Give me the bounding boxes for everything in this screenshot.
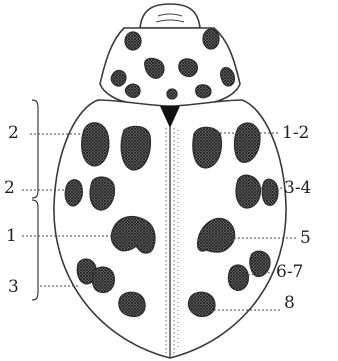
label-left-3: 3	[8, 277, 19, 297]
spot-left-bottom	[119, 292, 145, 316]
pronotum-spot	[111, 70, 126, 86]
pronotum-spot	[203, 29, 219, 49]
label-right-6-7: 6-7	[276, 262, 303, 282]
spot-6-7-right-upper	[250, 251, 270, 276]
beetle-pronotum	[100, 28, 240, 110]
beetle-head	[140, 4, 200, 28]
label-right-8: 8	[284, 293, 295, 313]
pronotum-spot	[179, 59, 198, 77]
brace-lower	[32, 200, 38, 300]
label-right-1-2: 1-2	[282, 123, 309, 143]
spot-2-left-lower-outer	[65, 180, 82, 206]
spot-6-7-right-lower	[228, 265, 248, 290]
pronotum-spot	[125, 32, 141, 50]
label-left-2-upper: 2	[8, 123, 19, 143]
spot-2-left-outer	[82, 123, 109, 166]
pronotum-spot	[167, 89, 177, 99]
pronotum-spot	[196, 85, 211, 98]
label-right-3-4: 3-4	[284, 178, 311, 198]
spot-3-4-right-outer	[262, 179, 278, 205]
brace-upper	[32, 100, 38, 198]
spot-8-right-bottom	[189, 292, 215, 316]
label-left-2-lower: 2	[4, 178, 15, 198]
spot-3-left-lower	[92, 267, 114, 292]
spot-3-4-right-inner	[236, 175, 260, 208]
label-left-1: 1	[6, 226, 17, 246]
spot-1-left-comma	[111, 217, 155, 254]
pronotum-spot	[125, 84, 140, 97]
label-right-5: 5	[300, 228, 311, 248]
